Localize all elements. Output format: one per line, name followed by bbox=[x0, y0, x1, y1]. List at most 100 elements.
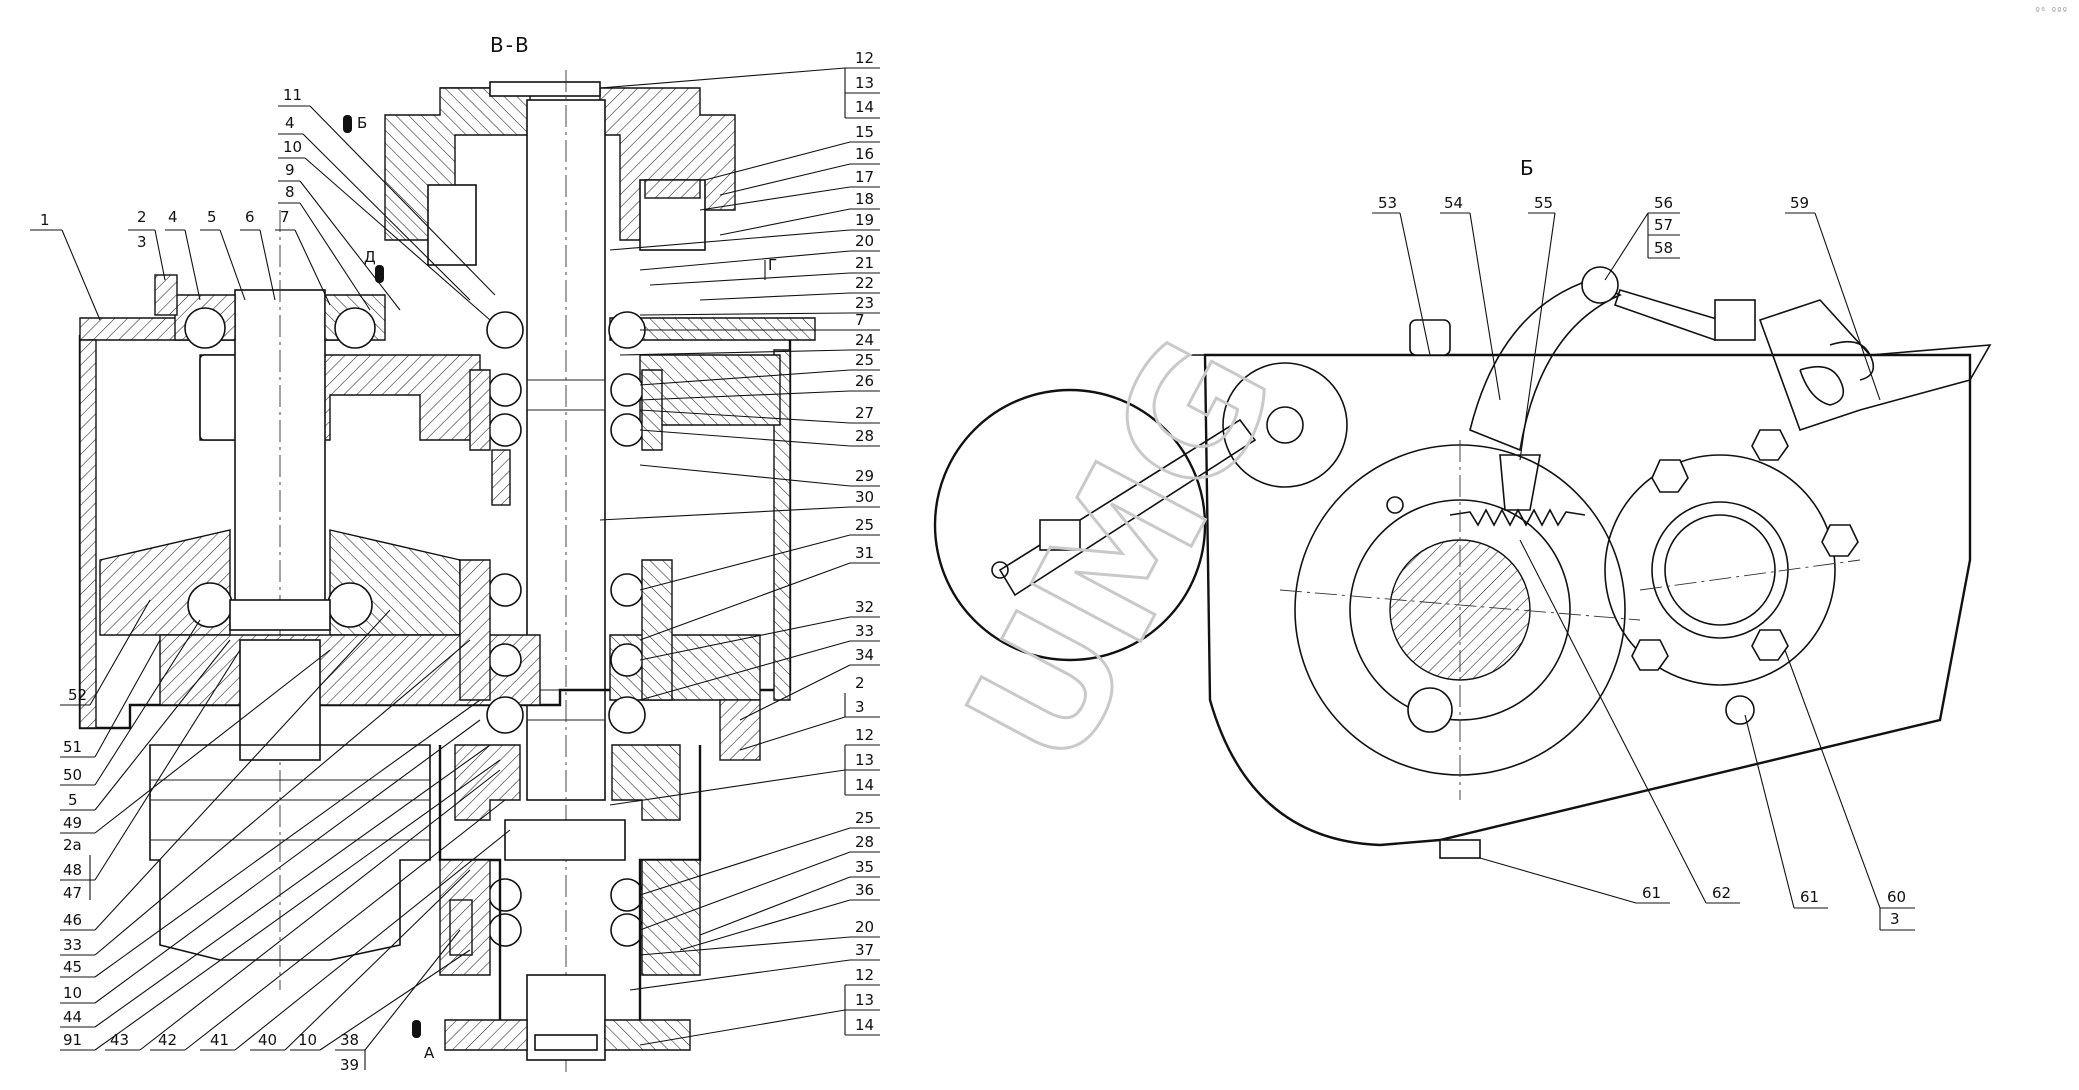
label-55: 55 bbox=[1534, 194, 1553, 212]
label-r32: 32 bbox=[855, 598, 874, 616]
label-62: 62 bbox=[1712, 884, 1731, 902]
view-marker-a-pin bbox=[412, 1020, 421, 1038]
drum-bolt-bottom bbox=[1407, 687, 1453, 733]
drain-plug-61 bbox=[1439, 839, 1481, 859]
left-flywheel bbox=[933, 388, 1207, 662]
corner-mark: º⁰ ººº bbox=[2035, 7, 2068, 17]
label-r14a: 14 bbox=[855, 98, 874, 116]
label-r31: 31 bbox=[855, 544, 874, 562]
label-39: 39 bbox=[340, 1056, 359, 1074]
bolt-29 bbox=[491, 449, 511, 506]
label-5: 5 bbox=[207, 208, 217, 226]
label-r22: 22 bbox=[855, 274, 874, 292]
view-marker-d-pin bbox=[375, 265, 384, 283]
label-r13c: 13 bbox=[855, 991, 874, 1009]
label-r35: 35 bbox=[855, 858, 874, 876]
label-6: 6 bbox=[245, 208, 255, 226]
label-r12c: 12 bbox=[855, 966, 874, 984]
label-47: 47 bbox=[63, 884, 82, 902]
label-r16: 16 bbox=[855, 145, 874, 163]
lower-bearing-right bbox=[327, 582, 373, 628]
shaft-spline bbox=[526, 379, 606, 411]
view-marker-a: А bbox=[424, 1044, 435, 1062]
label-r7: 7 bbox=[855, 311, 865, 329]
coupling-cup bbox=[504, 819, 626, 861]
label-r28a: 28 bbox=[855, 427, 874, 445]
labels-right: 12 13 14 15 16 17 18 19 20 21 22 23 7 24… bbox=[599, 49, 880, 1046]
label-r34: 34 bbox=[855, 646, 874, 664]
label-r12b: 12 bbox=[855, 726, 874, 744]
bearing-cage-left bbox=[459, 559, 491, 701]
flange-bolt-3 bbox=[1751, 629, 1789, 661]
tie-rod bbox=[998, 418, 1257, 597]
side-bolt-right bbox=[719, 699, 761, 761]
housing-left-wall bbox=[79, 339, 97, 729]
label-44: 44 bbox=[63, 1008, 82, 1026]
rod-57 bbox=[1613, 289, 1721, 342]
view-b-housing bbox=[1203, 353, 1972, 847]
spacer-left bbox=[469, 369, 491, 451]
label-10: 10 bbox=[283, 138, 302, 156]
label-53: 53 bbox=[1378, 194, 1397, 212]
label-91: 91 bbox=[63, 1031, 82, 1049]
pivot-56 bbox=[1581, 266, 1619, 304]
label-r2: 2 bbox=[855, 674, 865, 692]
label-r20b: 20 bbox=[855, 918, 874, 936]
breather-53 bbox=[1409, 319, 1451, 356]
label-10c: 10 bbox=[298, 1031, 317, 1049]
bottom-flange-left bbox=[444, 1019, 528, 1051]
label-61b: 61 bbox=[1800, 888, 1819, 906]
label-r33: 33 bbox=[855, 622, 874, 640]
bolt-38 bbox=[449, 899, 473, 956]
label-40: 40 bbox=[258, 1031, 277, 1049]
label-3: 3 bbox=[137, 233, 147, 251]
bottom-flange-right bbox=[604, 1019, 691, 1051]
label-48: 48 bbox=[63, 861, 82, 879]
label-r27: 27 bbox=[855, 404, 874, 422]
top-cover-plate bbox=[489, 81, 601, 97]
label-2: 2 bbox=[137, 208, 147, 226]
label-59: 59 bbox=[1790, 194, 1809, 212]
right-flange-bore bbox=[1664, 514, 1776, 626]
view-marker-b-pin bbox=[343, 115, 352, 133]
label-r21: 21 bbox=[855, 254, 874, 272]
label-58: 58 bbox=[1654, 239, 1673, 257]
label-56: 56 bbox=[1654, 194, 1673, 212]
label-r14b: 14 bbox=[855, 776, 874, 794]
right-flange-inner bbox=[1651, 501, 1789, 639]
view-marker-d: Д bbox=[364, 248, 376, 266]
label-11: 11 bbox=[283, 86, 302, 104]
spring-62 bbox=[1449, 508, 1586, 527]
label-38: 38 bbox=[340, 1031, 359, 1049]
label-r25a: 25 bbox=[855, 351, 874, 369]
label-60: 60 bbox=[1887, 888, 1906, 906]
view-b-centerline-3 bbox=[1639, 559, 1861, 591]
watermark: UMG bbox=[930, 309, 1315, 796]
label-7: 7 bbox=[280, 208, 290, 226]
labels-bottom: 43 42 41 40 10 38 39 bbox=[105, 769, 511, 1074]
label-r13a: 13 bbox=[855, 74, 874, 92]
label-r12a: 12 bbox=[855, 49, 874, 67]
drum-pin bbox=[1386, 496, 1404, 514]
label-2a: 2а bbox=[63, 836, 82, 854]
label-r29: 29 bbox=[855, 467, 874, 485]
label-r14c: 14 bbox=[855, 1016, 874, 1034]
label-r25b: 25 bbox=[855, 516, 874, 534]
label-54: 54 bbox=[1444, 194, 1463, 212]
view-b-title: Б bbox=[1520, 156, 1536, 180]
bearing-cage-right bbox=[641, 559, 673, 701]
label-49: 49 bbox=[63, 814, 82, 832]
section-view: В-В bbox=[78, 33, 816, 1075]
left-hub-flange bbox=[1222, 362, 1348, 488]
brake-lever-54 bbox=[1469, 279, 1622, 452]
flange-bolt-1 bbox=[1651, 459, 1689, 493]
label-3b: 3 bbox=[1890, 910, 1900, 928]
label-4b: 4 bbox=[285, 114, 295, 132]
label-r19: 19 bbox=[855, 211, 874, 229]
top-left-bolt-block bbox=[427, 184, 477, 266]
right-flange-outer bbox=[1604, 454, 1836, 686]
spring-box-59 bbox=[1758, 299, 1992, 432]
coupling-right bbox=[611, 744, 681, 821]
label-4: 4 bbox=[168, 208, 178, 226]
